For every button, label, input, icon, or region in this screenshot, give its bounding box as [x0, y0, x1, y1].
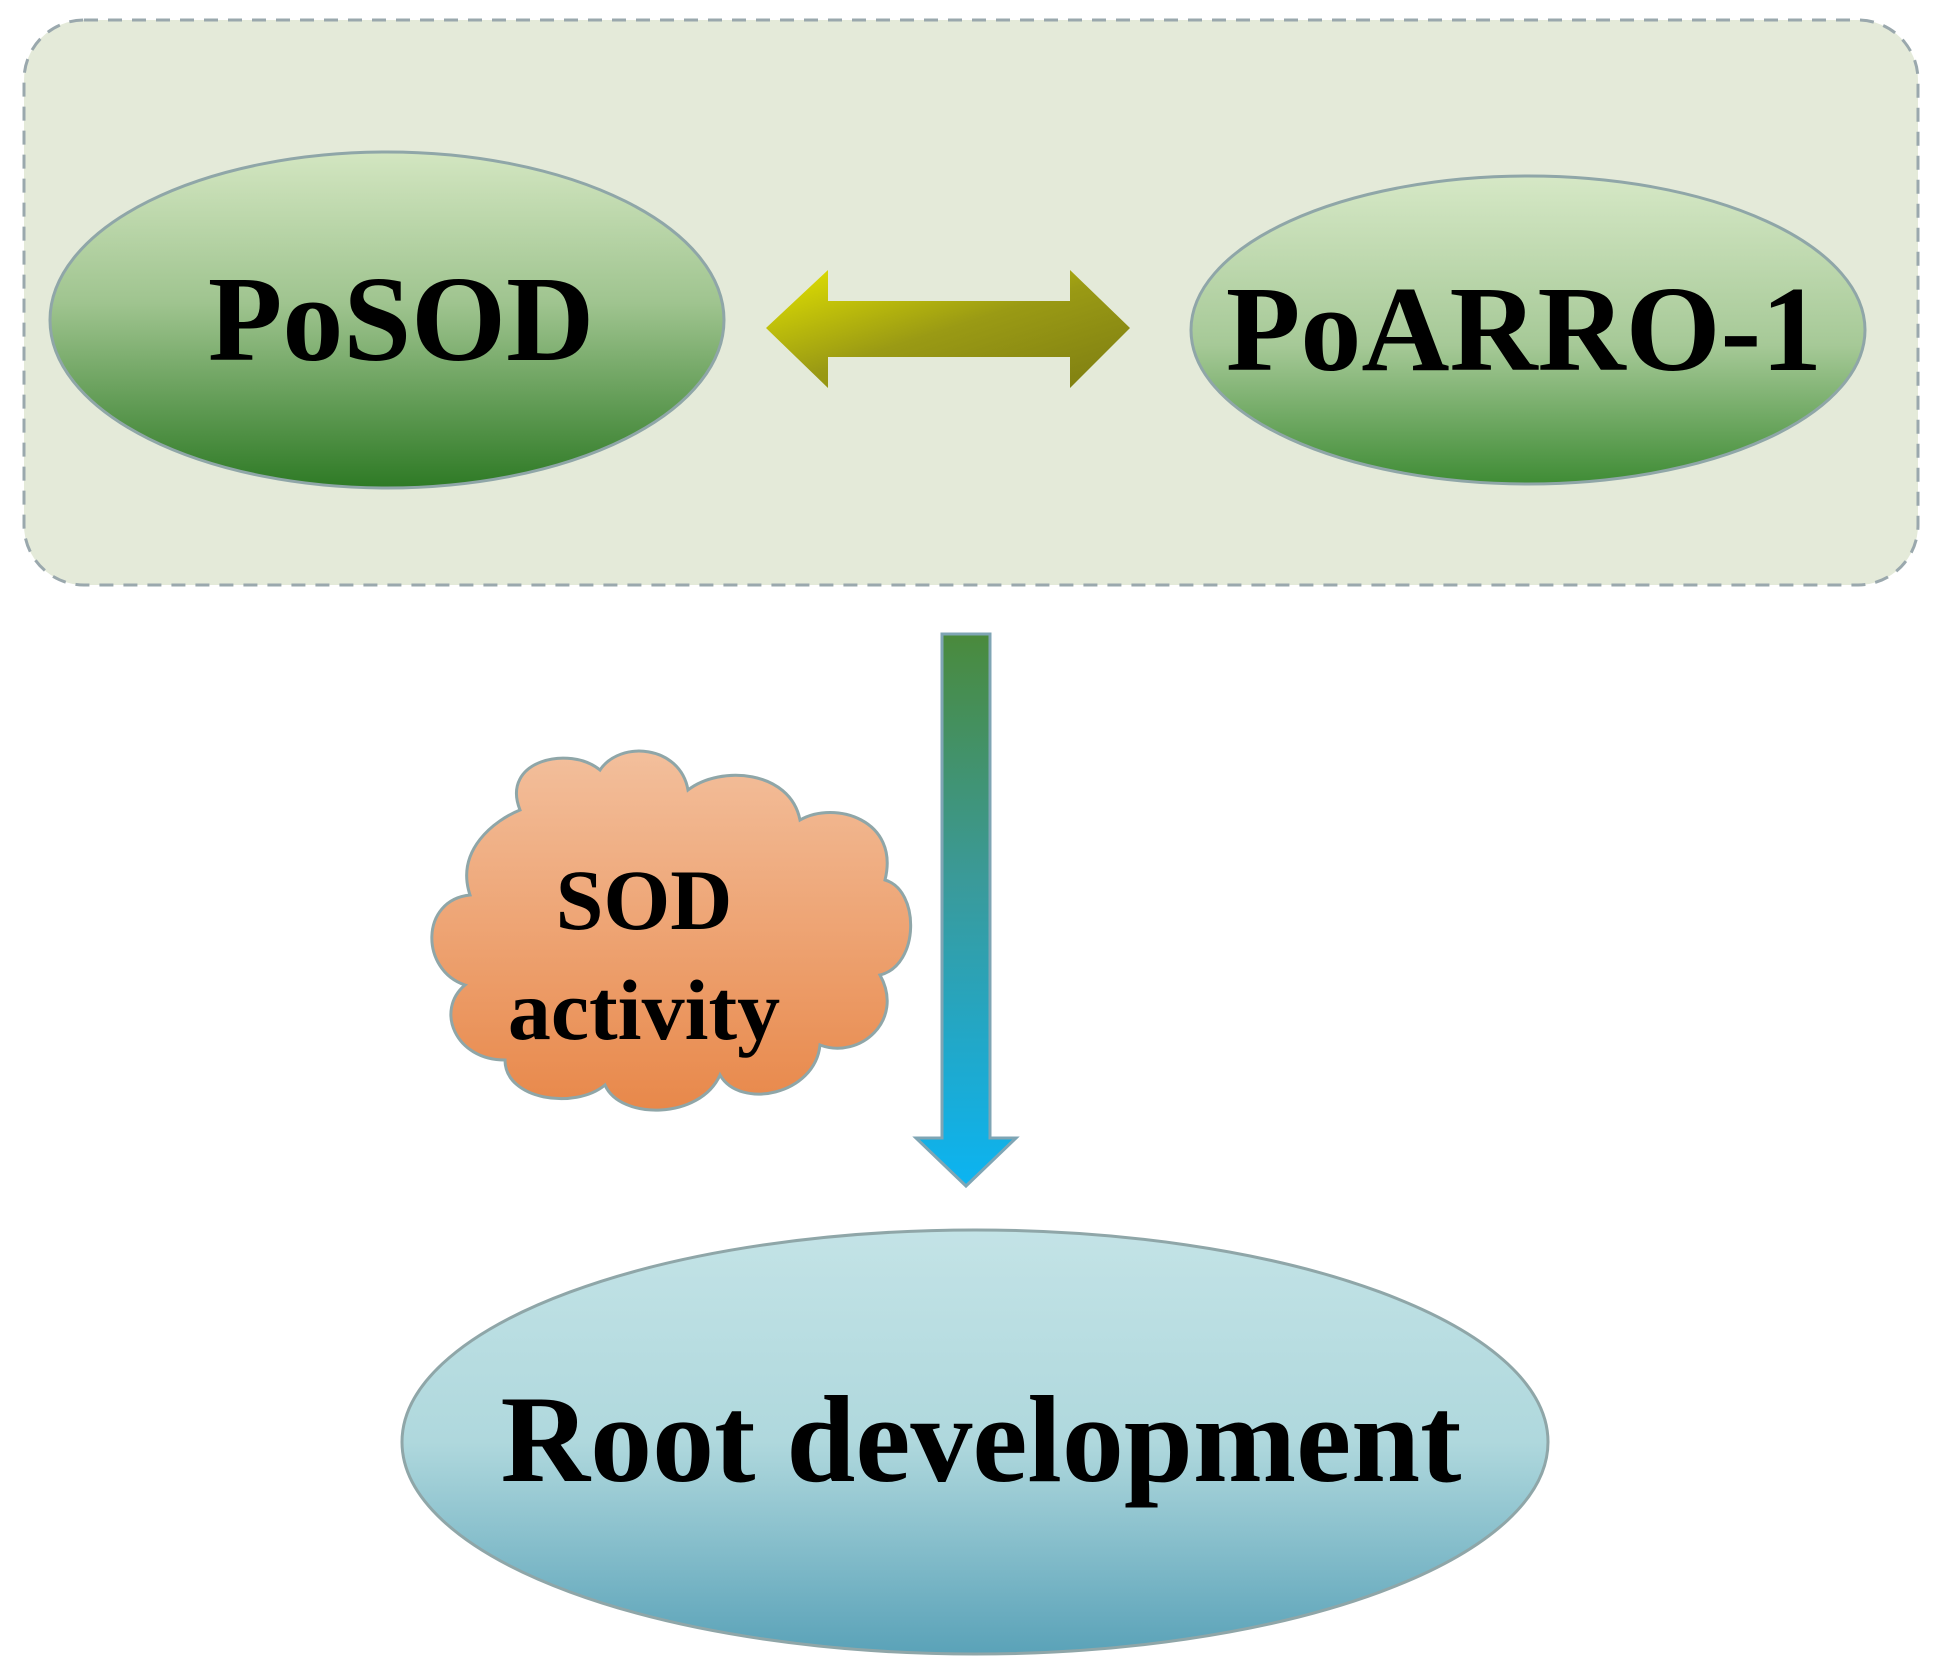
sod-activity-line1: SOD: [555, 851, 733, 948]
sod-activity-line2: activity: [507, 962, 781, 1058]
down-arrow: [912, 632, 1020, 1189]
posod-label: PoSOD: [207, 252, 595, 387]
bidirectional-arrow: [766, 270, 1130, 388]
root-development-node-shape: [400, 1228, 1550, 1656]
sod-activity-cloud: [430, 749, 913, 1112]
sod-activity-label: SOD activity: [444, 840, 844, 1070]
root-development-label: Root development: [500, 1371, 1462, 1508]
poarro-label: PoARRO-1: [1225, 262, 1823, 397]
posod-node-shape: [48, 150, 726, 490]
poarro-node-shape: [1189, 174, 1867, 486]
